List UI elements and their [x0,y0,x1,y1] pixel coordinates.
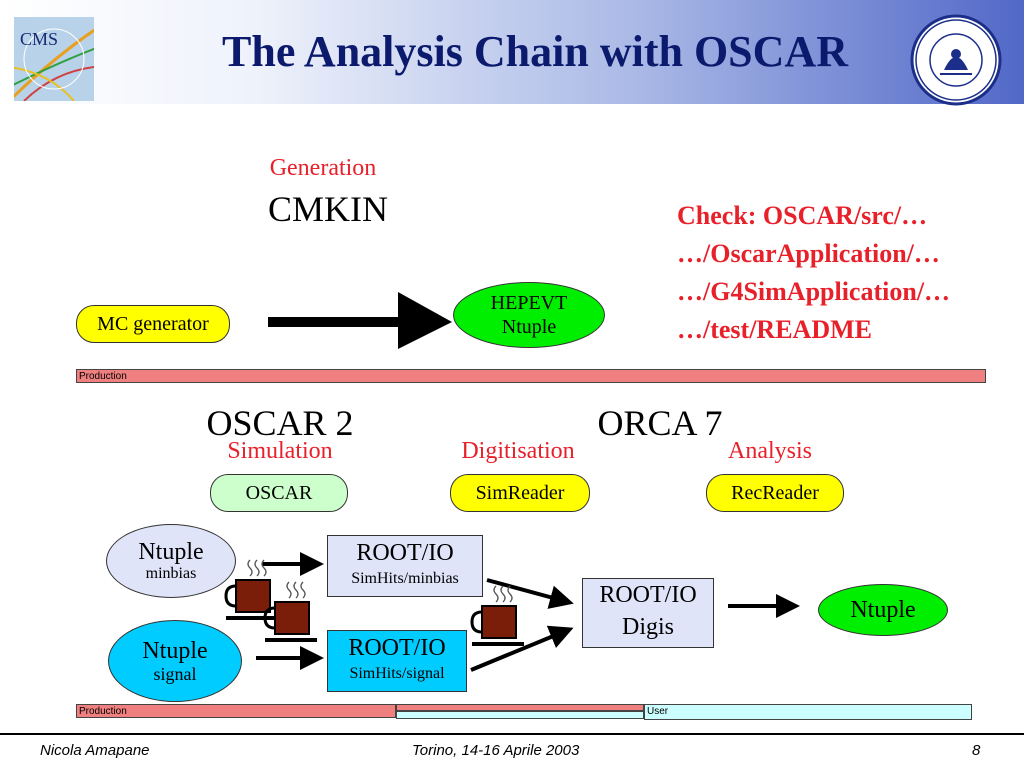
ntuple-minbias-ellipse: Ntuple minbias [106,524,236,598]
simreader-box: SimReader [450,474,590,512]
footer-divider [0,733,1024,735]
rootio-minbias-title: ROOT/IO [356,540,454,566]
cmkin-label: CMKIN [267,189,388,229]
arrow-minbias-to-digis [486,578,574,609]
ntuple-signal-ellipse: Ntuple signal [108,620,242,702]
coffee-cup-icon [224,559,278,620]
rootio-minbias-sub: SimHits/minbias [351,570,459,587]
ntuple-signal-sub: signal [153,663,197,684]
cms-logo: CMS [14,17,94,101]
production-bar-bottom: Production [76,704,396,718]
analysis-label: Analysis [728,438,812,464]
orca-version-label: ORCA 7 [597,403,723,443]
university-seal [910,14,1002,106]
check-line-2: …/OscarApplication/… [677,239,940,268]
rootio-digis-title: ROOT/IO [599,582,697,608]
footer-author: Nicola Amapane [40,742,150,759]
user-bar-head [396,711,644,719]
production-bar-top: Production [76,369,986,383]
oscar-version-label: OSCAR 2 [206,403,354,443]
rootio-digis-box: ROOT/IO Digis [582,578,714,648]
big-arrow [268,292,452,349]
hepevt-ntuple-ellipse: HEPEVT Ntuple [453,282,605,348]
recreader-box: RecReader [706,474,844,512]
rootio-minbias-box: ROOT/IO SimHits/minbias [327,535,483,597]
ntuple-output-ellipse: Ntuple [818,584,948,636]
check-line-4: …/test/README [677,315,872,344]
ntuple-minbias-title: Ntuple [138,539,204,565]
arrow-signal-to-digis [470,625,574,672]
coffee-cup-icon [263,581,317,642]
header-banner [0,0,1024,104]
user-bar: User [644,704,972,720]
ntuple-signal-title: Ntuple [142,637,208,664]
rootio-signal-title: ROOT/IO [348,635,446,661]
footer-event: Torino, 14-16 Aprile 2003 [412,742,580,759]
hepevt-line2: Ntuple [501,316,557,338]
svg-text:CMS: CMS [20,29,58,49]
check-paths: Check: OSCAR/src/… …/OscarApplication/… … [677,197,950,349]
check-line-3: …/G4SimApplication/… [677,277,951,306]
rootio-digis-sub: Digis [621,614,674,640]
mc-generator-box: MC generator [76,305,230,343]
rootio-signal-box: ROOT/IO SimHits/signal [327,630,467,692]
oscar-box: OSCAR [210,474,348,512]
generation-label: Generation [269,155,377,181]
rootio-signal-sub: SimHits/signal [349,665,445,682]
page-title: The Analysis Chain with OSCAR [222,27,848,76]
check-line-1: Check: OSCAR/src/… [677,201,928,230]
ntuple-minbias-sub: minbias [145,565,197,582]
footer-page-number: 8 [972,742,981,759]
simulation-label: Simulation [227,438,333,464]
coffee-cup-icon [470,585,524,646]
digitisation-label: Digitisation [461,438,575,464]
hepevt-line1: HEPEVT [490,292,568,314]
production-bar-bottom-tail [396,704,644,711]
